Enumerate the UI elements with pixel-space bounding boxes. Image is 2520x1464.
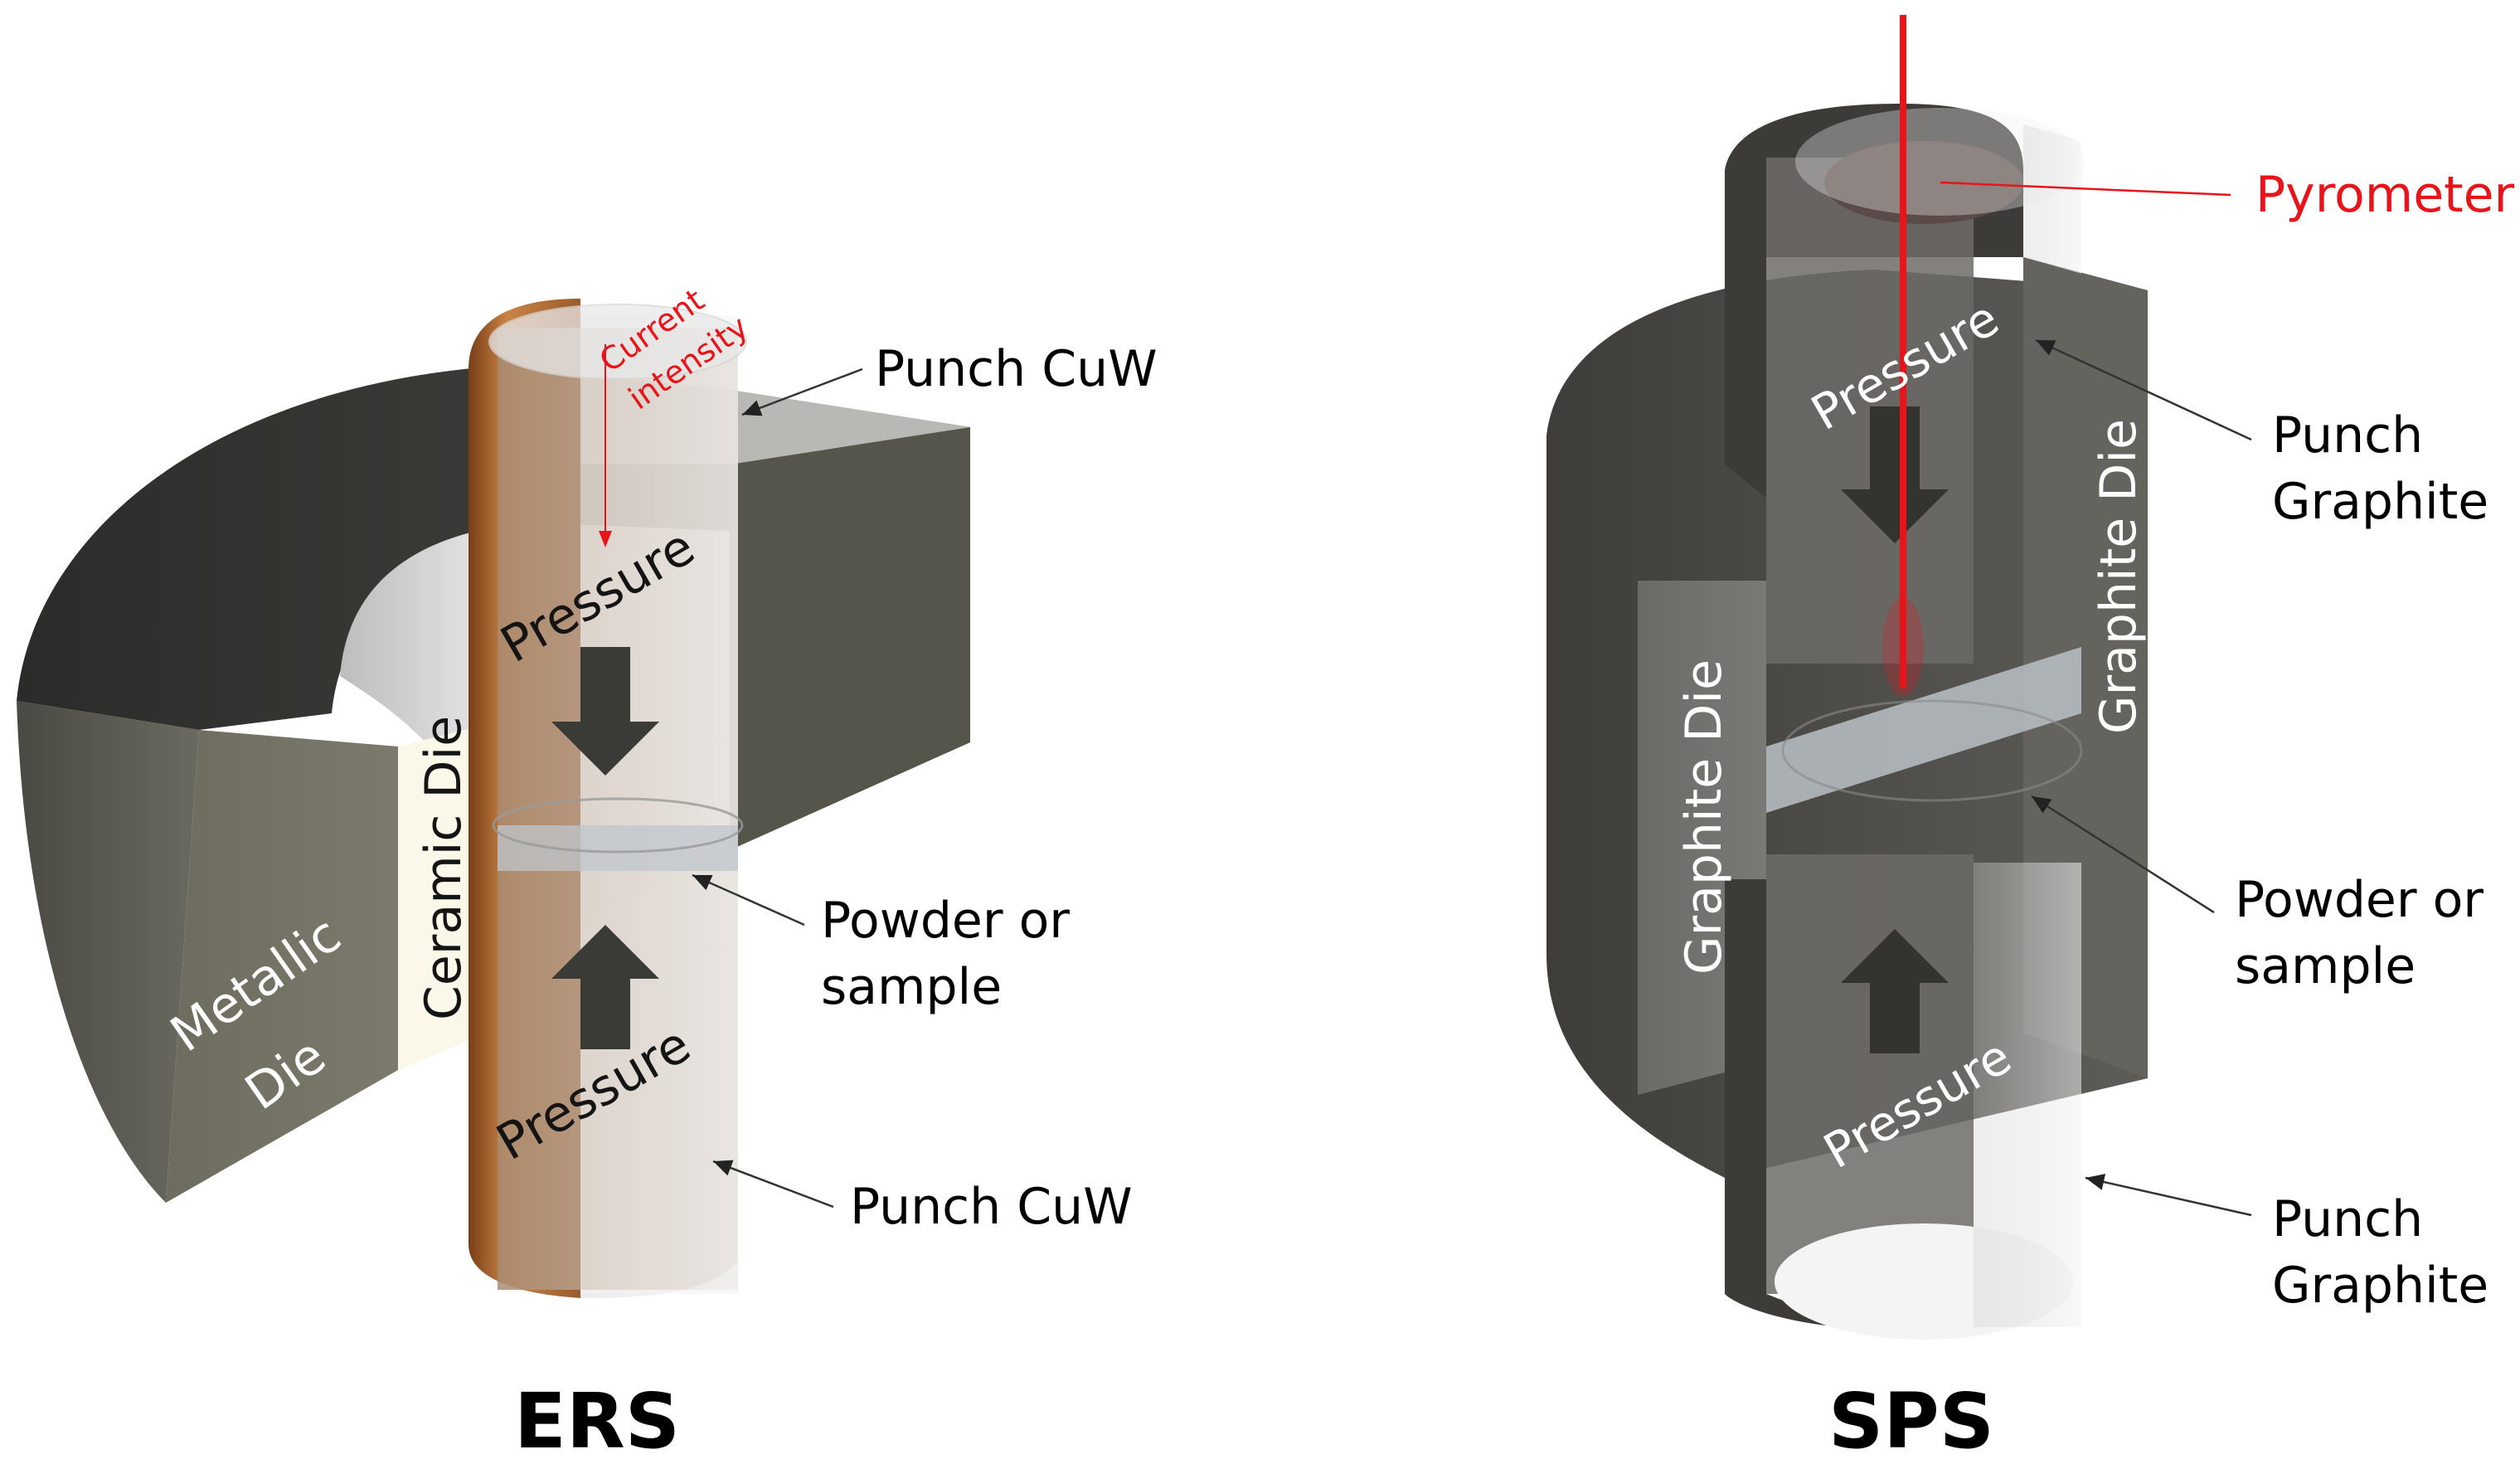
sps-title: SPS [1828,1377,1994,1464]
ers-metallic-die-right-block [730,390,970,850]
sps-ghost-top [2023,124,2081,274]
sps-sample-ring [1781,699,2083,802]
sps-pyrometer-label: Pyrometer [2255,166,2515,224]
sps-punch-top-label-line2: Graphite [2272,473,2488,531]
sps-punch-bottom-label-line1: Punch [2272,1190,2423,1248]
ers-powder-label-line1: Powder or [821,892,1070,950]
sps-punch-bottom-cutface [1766,854,1974,1294]
ers-powder-label-line2: sample [821,958,1002,1016]
sps-punch-bottom-label-line2: Graphite [2272,1257,2488,1315]
sps-powder-label-line1: Powder or [2235,871,2484,929]
sps-powder-label-line2: sample [2235,937,2416,995]
ers-metallic-die-cutface [166,730,398,1203]
ers-sample-ring [492,797,744,854]
ers-punch-top-label: Punch CuW [875,340,1158,398]
sps-pressure-arrow-down [1841,406,1949,543]
sps-pyrometer-glow [1882,597,1924,697]
sps-ghost-bottom [1974,863,2081,1327]
sps-punch-top-hole [1824,141,2023,224]
sps-graphite-die-left-label: Graphite Die [1675,659,1733,975]
ers-assembly [17,299,970,1298]
sps-punch-top-label-line1: Punch [2272,406,2423,464]
sps-graphite-die-right-label: Graphite Die [2090,419,2148,734]
ers-ceramic-die-label: Ceramic Die [415,716,473,1020]
ers-title: ERS [514,1377,680,1464]
sps-pressure-arrow-up [1841,929,1949,1053]
ers-pressure-arrow-down [551,647,659,776]
ers-pressure-arrow-up [551,925,659,1049]
sps-assembly [1546,15,2252,1340]
ers-metallic-die-side [17,701,199,1203]
ers-sample [498,825,738,871]
ers-punch-top-ellipse [488,304,747,380]
sps-punch-bottom [1725,879,1915,1329]
ers-punch-bottom-label: Punch CuW [850,1178,1133,1236]
sps-punch-top-ghost [1795,108,2085,216]
ers-punch-ghost-right [580,315,738,1294]
sps-sample [1766,647,2081,813]
